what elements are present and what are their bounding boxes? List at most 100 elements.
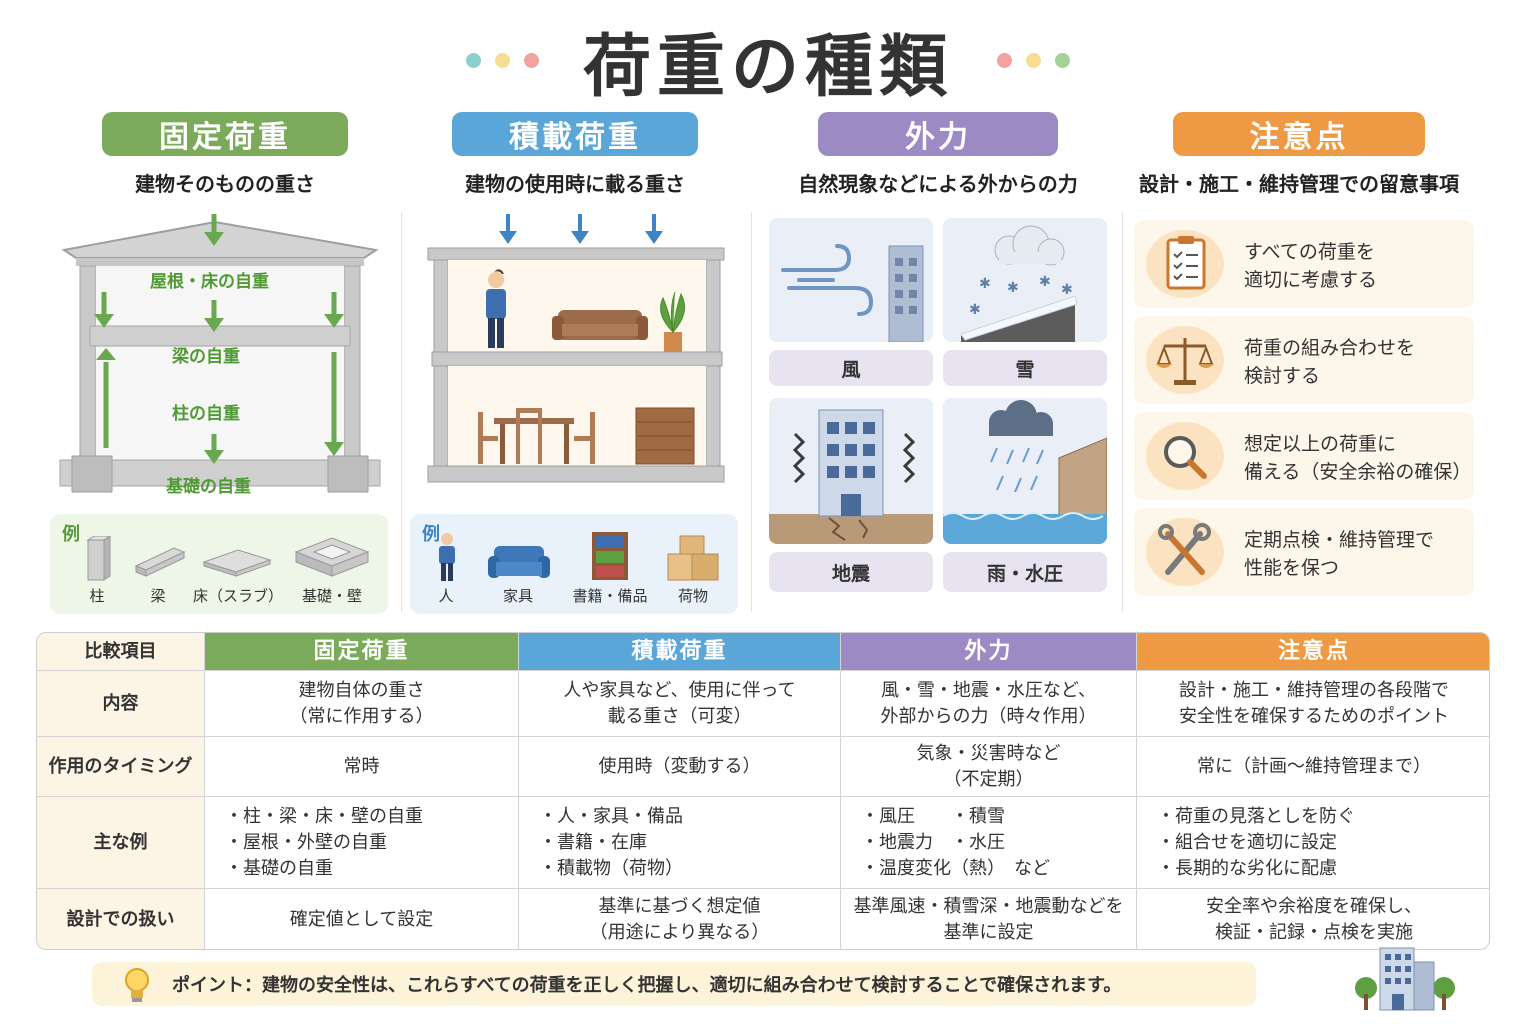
column-divider: [1122, 212, 1123, 612]
table-cell: 設計・施工・維持管理の各段階で安全性を確保するためのポイント: [1179, 679, 1449, 727]
wind-icon: [781, 244, 924, 342]
table-cell: 建物自体の重さ（常に作用する）: [205, 671, 519, 736]
table-cell: 基準に基づく想定値（用途により異なる）: [519, 889, 841, 949]
row-head: 主な例: [37, 797, 205, 888]
checklist-icon: [1146, 230, 1224, 298]
table-cell: ・風圧 ・積雪・地震力 ・水圧・温度変化（熱） など: [841, 797, 1137, 888]
point-callout: ポイント：建物の安全性は、これらすべての荷重を正しく把握し、適切に組み合わせて検…: [92, 962, 1256, 1006]
column-live: 積載荷重 建物の使用時に載る重さ: [404, 112, 746, 197]
wind-label: 風: [769, 350, 933, 386]
table-cell: ・柱・梁・床・壁の自重・屋根・外壁の自重・基礎の自重: [205, 797, 519, 888]
column-divider: [751, 212, 752, 612]
beam-icon: [134, 547, 186, 577]
column-external: 外力 自然現象などによる外からの力: [760, 112, 1116, 197]
earthquake-icon: [769, 409, 933, 544]
table-header-cell: 積載荷重: [519, 633, 841, 670]
wind-tile: [769, 218, 933, 342]
title-row: 荷重の種類: [0, 14, 1536, 107]
point-text: ポイント：建物の安全性は、これらすべての荷重を正しく把握し、適切に組み合わせて検…: [172, 975, 1122, 996]
decor-dot: [494, 52, 510, 68]
rain-water-tile: [943, 398, 1107, 544]
table-cell: 基準風速・積雪深・地震動などを基準に設定: [841, 889, 1137, 949]
person-icon: [439, 533, 455, 581]
example-label: 例: [62, 524, 80, 545]
magnifier-icon: [1146, 422, 1224, 490]
example-furniture: 家具: [502, 587, 533, 605]
comparison-table: 比較項目 固定荷重 積載荷重 外力 注意点 内容 建物自体の重さ（常に作用する）…: [36, 632, 1490, 950]
example-cargo: 荷物: [677, 587, 708, 605]
table-cell: 気象・災害時など（不定期）: [841, 737, 1137, 796]
column-caution: 注意点 設計・施工・維持管理での留意事項: [1124, 112, 1474, 197]
table-row: 設計での扱い 確定値として設定 基準に基づく想定値（用途により異なる） 基準風速…: [37, 889, 1489, 949]
column-divider: [401, 212, 402, 612]
building-decoration-icon: [1355, 947, 1455, 1011]
tools-icon: [1146, 518, 1224, 586]
svg-text:✱: ✱: [969, 302, 981, 318]
caution-text: 想定以上の荷重に備える（安全余裕の確保）: [1244, 433, 1472, 483]
decor-dot: [465, 52, 481, 68]
table-cell: 確定値として設定: [205, 889, 519, 949]
table-cell: 人や家具など、使用に伴って載る重さ（可変）: [519, 671, 841, 736]
foundation-wall-icon: [294, 537, 370, 577]
table-cell: 常に（計画〜維持管理まで）: [1197, 755, 1431, 777]
row-head: 設計での扱い: [37, 889, 205, 949]
table-cell: 安全率や余裕度を確保し、検証・記録・点検を実施: [1206, 896, 1422, 943]
fixed-load-subtitle: 建物そのものの重さ: [135, 172, 315, 196]
table-cell: 使用時（変動する）: [519, 737, 841, 796]
table-header-cell: 比較項目: [37, 633, 205, 670]
caution-text: 定期点検・維持管理で性能を保つ: [1244, 529, 1435, 579]
example-label: 例: [422, 524, 440, 545]
balance-scale-icon: [1146, 326, 1224, 394]
caution-item-1: すべての荷重を適切に考慮する: [1134, 220, 1474, 308]
fixed-load-header: 固定荷重: [102, 112, 348, 156]
rain-water-label: 雨・水圧: [943, 552, 1107, 592]
snow-tile: ✱ ✱ ✱ ✱ ✱: [943, 218, 1107, 342]
sofa-icon: [488, 546, 550, 578]
caution-item-4: 定期点検・維持管理で性能を保つ: [1134, 508, 1474, 596]
caution-item-3: 想定以上の荷重に備える（安全余裕の確保）: [1134, 412, 1474, 500]
table-row: 作用のタイミング 常時 使用時（変動する） 気象・災害時など（不定期） 常に（計…: [37, 737, 1489, 797]
table-cell: ・人・家具・備品・書籍・在庫・積載物（荷物）: [519, 797, 841, 888]
table-cell: 風・雪・地震・水圧など、外部からの力（時々作用）: [841, 671, 1137, 736]
row-head: 内容: [37, 671, 205, 736]
rain-water-icon: [943, 400, 1107, 544]
decor-dot: [997, 52, 1012, 68]
svg-text:✱: ✱: [1061, 282, 1073, 298]
live-load-subtitle: 建物の使用時に載る重さ: [465, 172, 685, 196]
example-beam: 梁: [150, 587, 166, 605]
table-row: 主な例 ・柱・梁・床・壁の自重・屋根・外壁の自重・基礎の自重 ・人・家具・備品・…: [37, 797, 1489, 889]
caution-text: 荷重の組み合わせを検討する: [1244, 337, 1416, 387]
decor-dot: [1026, 52, 1041, 68]
svg-text:✱: ✱: [1039, 274, 1051, 290]
page-title: 荷重の種類: [582, 27, 953, 107]
slab-icon: [202, 549, 272, 577]
column-weight-label: 柱の自重: [172, 404, 240, 424]
row-head: 作用のタイミング: [37, 737, 205, 796]
example-foundation-wall: 基礎・壁: [301, 587, 362, 605]
snow-icon: ✱ ✱ ✱ ✱ ✱: [960, 225, 1078, 342]
table-cell: 常時: [205, 737, 519, 796]
svg-text:✱: ✱: [979, 276, 991, 292]
table-row: 内容 建物自体の重さ（常に作用する） 人や家具など、使用に伴って載る重さ（可変）…: [37, 671, 1489, 737]
snow-label: 雪: [943, 350, 1107, 386]
example-person: 人: [438, 587, 454, 605]
boxes-icon: [667, 535, 719, 581]
table-header-cell: 外力: [841, 633, 1137, 670]
roof-floor-weight-label: 屋根・床の自重: [150, 272, 269, 292]
example-pillar: 柱: [89, 587, 105, 605]
decor-dots-right: [997, 52, 1070, 68]
fixed-load-building-illustration: [59, 214, 381, 493]
live-load-building-illustration: [427, 214, 725, 483]
fixed-load-examples: 例 柱 梁 床（スラブ） 基礎・壁: [50, 514, 388, 614]
table-cell: ・荷重の見落としを防ぐ・組合せを適切に設定・長期的な劣化に配慮: [1157, 805, 1355, 879]
caution-item-2: 荷重の組み合わせを検討する: [1134, 316, 1474, 404]
caution-header: 注意点: [1173, 112, 1425, 156]
earthquake-tile: [769, 398, 933, 544]
external-force-header: 外力: [818, 112, 1058, 156]
table-header-cell: 注意点: [1137, 633, 1489, 670]
caution-subtitle: 設計・施工・維持管理での留意事項: [1139, 172, 1459, 196]
pillar-icon: [86, 536, 111, 581]
earthquake-label: 地震: [769, 552, 933, 592]
svg-text:✱: ✱: [1007, 280, 1019, 296]
caution-text: すべての荷重を適切に考慮する: [1244, 241, 1378, 291]
